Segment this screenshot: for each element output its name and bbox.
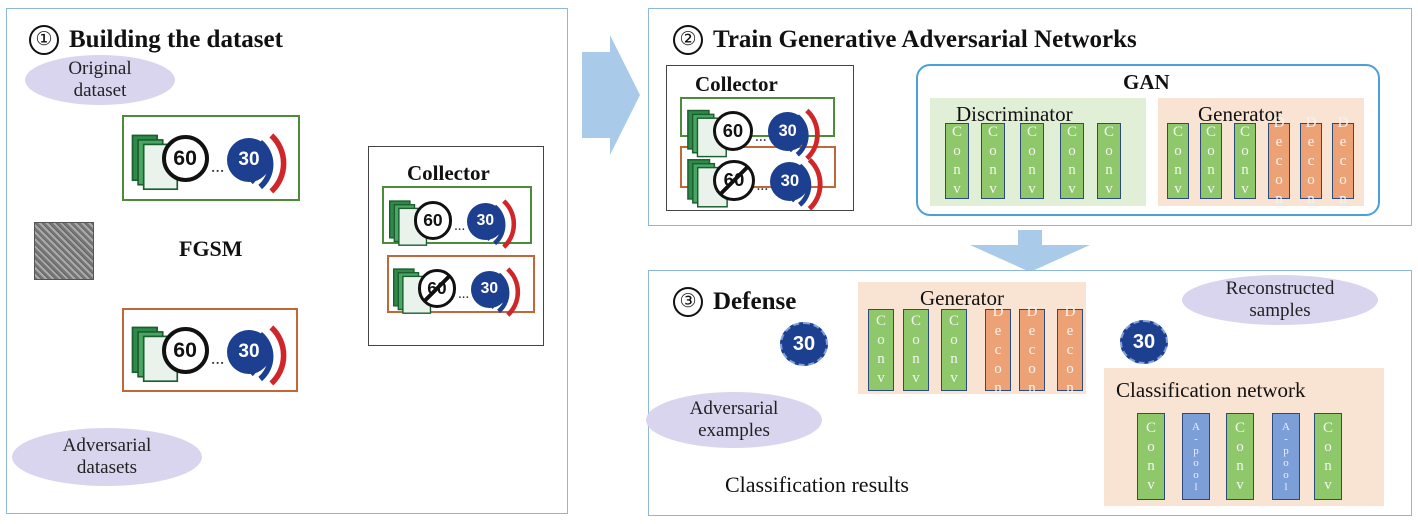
adversarial-examples-label: Adversarial examples (689, 398, 779, 441)
classification-network-title: Classification network (1116, 378, 1306, 402)
speed-30-icon: 30 (470, 270, 508, 308)
traffic-sign-group: 60...30 (684, 99, 828, 166)
input-sign-30-icon: 30 (780, 322, 828, 366)
traffic-sign-group: 60...30 (386, 190, 524, 254)
ellipsis-text: ... (210, 155, 225, 176)
panel3-title: ③ Defense (673, 287, 796, 317)
reconstructed-samples-ellipse: Reconstructed samples (1182, 275, 1378, 325)
speed-limit-60-icon: 60 (713, 159, 755, 201)
speed-limit-60-icon: 60 (712, 110, 754, 151)
noise-image (34, 222, 94, 280)
reconstructed-sign-30-icon: 30 (1120, 320, 1168, 364)
traffic-sign-icons (131, 325, 287, 386)
big-arrow-right (582, 35, 640, 155)
step-number-1: ① (29, 25, 59, 55)
traffic-sign-group: 60...30 (128, 122, 296, 200)
speed-limit-60-icon: 60 (161, 135, 209, 183)
step-number-3: ③ (673, 287, 703, 317)
speed-30-icon: 30 (226, 137, 272, 183)
speed-30-icon: 30 (466, 202, 504, 240)
ellipsis-text: ... (454, 217, 466, 234)
discriminator-title: Discriminator (956, 102, 1073, 126)
speed-limit-60-icon: 60 (417, 269, 457, 308)
speed-30-icon: 30 (226, 329, 272, 375)
step-number-2: ② (673, 25, 703, 55)
panel1-title: ① Building the dataset (29, 25, 283, 55)
gan-title: GAN (1123, 70, 1170, 94)
fgsm-label: FGSM (179, 236, 243, 261)
adversarial-datasets-ellipse: Adversarial datasets (12, 428, 202, 486)
generator-box-panel3: Generator (858, 282, 1086, 394)
traffic-sign-group: 60...30 (684, 148, 831, 217)
traffic-sign-group: 60...30 (390, 258, 528, 322)
ellipsis-text: ... (756, 177, 769, 195)
ellipsis-text: ... (210, 347, 225, 368)
generator-box-panel2: Generator (1158, 98, 1364, 206)
ellipsis-text: ... (755, 127, 767, 145)
panel1-title-text: Building the dataset (69, 26, 283, 53)
reconstructed-samples-label: Reconstructed samples (1225, 278, 1335, 321)
adversarial-examples-ellipse: Adversarial examples (646, 392, 822, 448)
collector-title-panel1: Collector (407, 161, 490, 185)
panel3-title-text: Defense (713, 288, 797, 315)
generator-title-panel3: Generator (920, 286, 1004, 310)
speed-30-icon: 30 (768, 112, 807, 151)
original-dataset-ellipse: Original dataset (25, 55, 175, 105)
speed-limit-60-icon: 60 (161, 327, 209, 375)
traffic-sign-group: 60...30 (128, 314, 296, 392)
panel2-title: ② Train Generative Adversarial Networks (673, 25, 1137, 55)
collector-title-panel2: Collector (695, 72, 778, 96)
original-dataset-label: Original dataset (68, 58, 132, 101)
generator-title-panel2: Generator (1198, 102, 1282, 126)
adversarial-datasets-label: Adversarial datasets (62, 435, 152, 478)
speed-limit-60-icon: 60 (413, 201, 453, 240)
big-arrow-down (970, 230, 1090, 272)
speed-30-icon: 30 (770, 161, 810, 201)
panel2-title-text: Train Generative Adversarial Networks (713, 26, 1137, 53)
classification-results-label: Classification results (725, 472, 909, 497)
ellipsis-text: ... (458, 285, 470, 302)
